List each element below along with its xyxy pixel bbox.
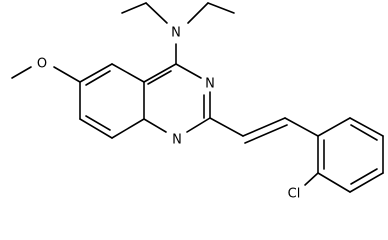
chemical-structure-diagram: N N N O Cl [11, 2, 384, 202]
bond-ph-cl [304, 172, 319, 186]
bond-c4-c4a-double [147, 70, 172, 85]
bond-c7-c8-double [85, 115, 111, 131]
bond-c6-o [53, 66, 81, 83]
bond-ph-c2-c3 [317, 172, 351, 193]
bond-ph-c6-c1 [317, 117, 351, 137]
atom-label-n1: N [172, 133, 182, 148]
bond-n1-c8a [143, 118, 167, 133]
bond-vinyl-double [242, 117, 286, 137]
bond-ph-c5-c6 [349, 117, 384, 137]
atom-label-n-amine: N [171, 26, 181, 41]
bond-ethyl-a-ch2 [145, 2, 168, 24]
bond-ph-c3-c4-double [350, 168, 378, 185]
atom-label-n3: N [205, 77, 215, 92]
bond-vinyl-phenyl [284, 117, 319, 137]
bond-c5-c6-double [85, 70, 111, 86]
bond-c2-n1 [186, 117, 211, 133]
bond-ethyl-b-ch2 [187, 2, 209, 24]
bond-ethyl-b-ch3 [207, 2, 235, 14]
bond-c2-vinyl [209, 117, 244, 137]
bond-ph-c5-c6-double [350, 124, 378, 141]
bond-c4a-c5 [111, 63, 145, 83]
bond-ph-c3-c4 [349, 172, 384, 193]
bond-c8-c8a [111, 118, 145, 139]
atom-label-o-methoxy: O [37, 57, 47, 72]
bond-o-ch3 [11, 66, 32, 79]
bond-c4-c4a [143, 63, 177, 83]
atom-label-cl: Cl [288, 187, 301, 202]
bond-c7-c8 [79, 118, 113, 139]
bond-c4-n3 [175, 63, 202, 79]
bond-c5-c6 [79, 63, 113, 83]
bond-ethyl-a-ch3 [121, 2, 147, 14]
bond-vinyl-double-inner [244, 124, 288, 144]
